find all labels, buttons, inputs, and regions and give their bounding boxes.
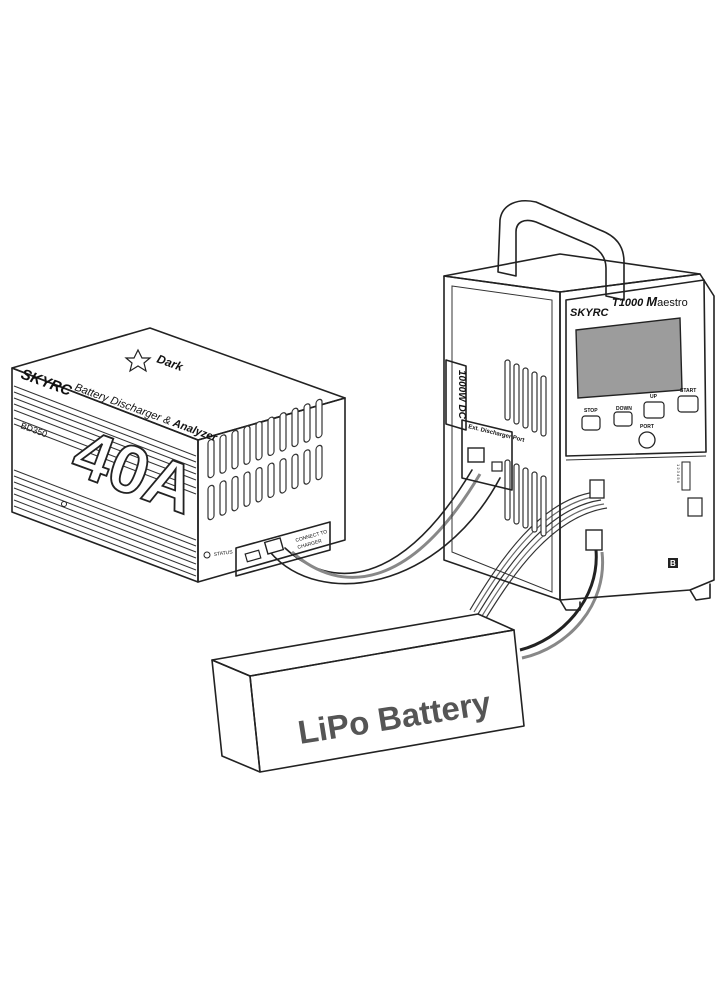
discharger-brand: SKYRC <box>19 366 75 400</box>
ext-discharger-port-panel <box>461 419 513 491</box>
up-button-label: UP <box>650 394 658 400</box>
charger-side-text: 1000W DC <box>456 370 467 420</box>
status-led-icon <box>203 551 211 559</box>
battery-label: LiPo Battery <box>295 684 493 751</box>
discharger-status-label: STATUS <box>213 549 233 558</box>
power-badge <box>445 359 467 431</box>
charger-balance-plug <box>589 479 605 499</box>
charger-buttons: STOP DOWN UP START PORT <box>581 388 699 449</box>
lipo-battery: LiPo Battery <box>211 613 525 773</box>
screw-icon <box>61 501 67 507</box>
ext-port-plug <box>467 447 485 463</box>
battery-discharger: SKYRC Dark Battery Discharger & Analyzer… <box>11 327 346 583</box>
charger-front-panel <box>565 279 707 457</box>
port-button-label: PORT <box>640 424 654 430</box>
charger-model-suffix: aestro <box>657 297 688 309</box>
charger-main-plug <box>585 529 603 551</box>
discharger-product-line-bold: Analyzer <box>170 417 219 445</box>
charger-handle <box>497 200 625 301</box>
discharger-model: BD350 <box>19 420 48 439</box>
charger-screen <box>575 317 683 399</box>
ext-port-balance-plug <box>491 461 503 472</box>
battery-charger: 1000W DC Ext. Discharger Port SKYRC T100… <box>443 200 715 611</box>
discharger-connector-panel <box>235 521 331 577</box>
ext-discharger-port-label: Ext. Discharger Port <box>468 424 525 444</box>
balance-numbers: 1 2 3 4 5 6 <box>676 464 681 484</box>
discharger-logo: Dark <box>155 352 186 375</box>
down-button[interactable] <box>613 411 633 427</box>
discharger-ribbing <box>13 385 197 577</box>
port-b-badge <box>668 558 678 568</box>
discharger-balance-plug <box>244 549 262 563</box>
discharger-plug <box>263 537 285 555</box>
main-battery-cable <box>519 549 605 660</box>
balance-port-strip <box>681 461 691 491</box>
stop-button-label: STOP <box>584 408 598 414</box>
charger-side-vents <box>504 359 547 537</box>
charger-model-m: M <box>646 294 658 309</box>
charger-brand: SKYRC <box>570 307 610 319</box>
discharger-vents <box>207 398 323 521</box>
port-b-label: B <box>670 559 676 568</box>
up-button[interactable] <box>643 401 665 419</box>
charger-model: T1000 Maestro <box>612 294 688 309</box>
charger-model-number: T1000 <box>612 297 644 309</box>
down-button-label: DOWN <box>616 406 632 412</box>
star-logo-icon <box>124 348 152 373</box>
start-button-label: START <box>680 388 696 394</box>
start-button[interactable] <box>677 395 699 413</box>
xt-output-port <box>687 497 703 517</box>
balance-cable <box>469 491 608 619</box>
port-button[interactable] <box>638 431 656 449</box>
stop-button[interactable] <box>581 415 601 431</box>
